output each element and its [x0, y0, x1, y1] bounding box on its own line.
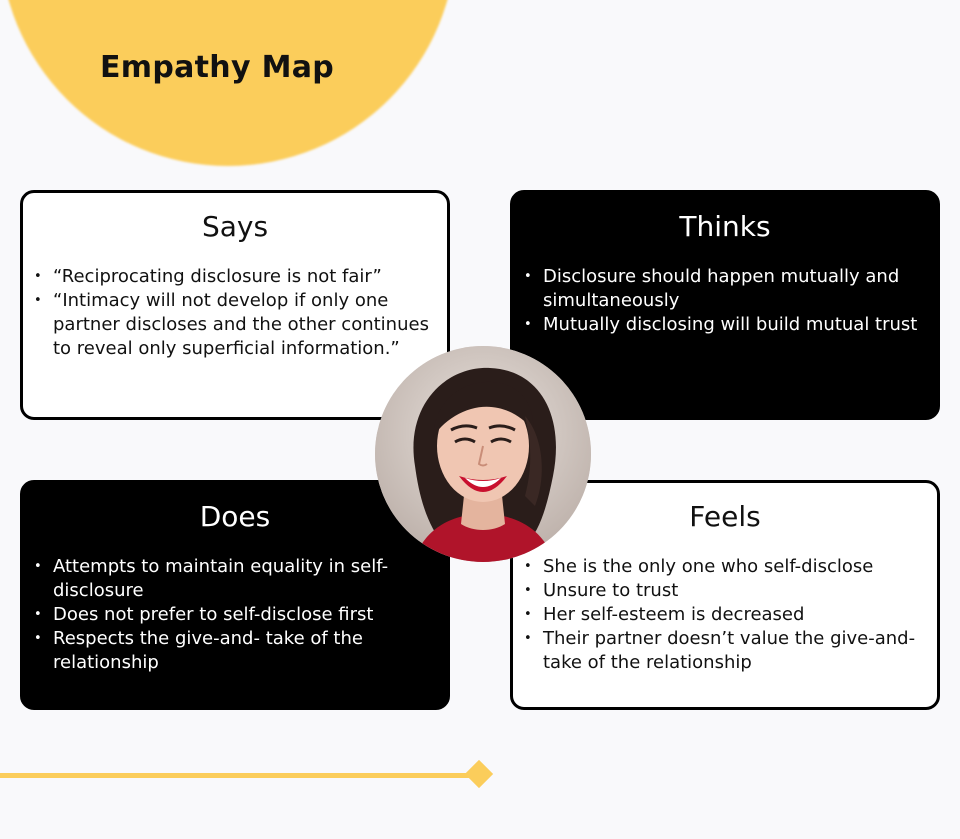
- persona-avatar: [375, 346, 591, 562]
- list-item: Disclosure should happen mutually and si…: [524, 265, 923, 313]
- list-item: She is the only one who self-disclose: [524, 555, 923, 579]
- list-item: “Reciprocating disclosure is not fair”: [34, 265, 433, 289]
- feels-list: She is the only one who self-disclose Un…: [513, 555, 937, 675]
- list-item: Mutually disclosing will build mutual tr…: [524, 313, 923, 337]
- list-item: Respects the give-and- take of the relat…: [34, 627, 433, 675]
- does-quadrant: Does Attempts to maintain equality in se…: [20, 480, 450, 710]
- says-list: “Reciprocating disclosure is not fair” “…: [23, 265, 447, 361]
- says-quadrant: Says “Reciprocating disclosure is not fa…: [20, 190, 450, 420]
- thinks-quadrant: Thinks Disclosure should happen mutually…: [510, 190, 940, 420]
- list-item: “Intimacy will not develop if only one p…: [34, 289, 433, 361]
- list-item: Does not prefer to self-disclose first: [34, 603, 433, 627]
- list-item: Attempts to maintain equality in self-di…: [34, 555, 433, 603]
- list-item: Unsure to trust: [524, 579, 923, 603]
- feels-quadrant: Feels She is the only one who self-discl…: [510, 480, 940, 710]
- timeline-diamond-icon: [464, 759, 494, 789]
- thinks-list: Disclosure should happen mutually and si…: [513, 265, 937, 337]
- does-list: Attempts to maintain equality in self-di…: [23, 555, 447, 675]
- list-item: Their partner doesn’t value the give-and…: [524, 627, 923, 675]
- feels-heading: Feels: [689, 500, 761, 533]
- timeline-bar: [0, 773, 472, 778]
- page-title: Empathy Map: [100, 50, 335, 85]
- says-heading: Says: [201, 210, 269, 243]
- list-item: Her self-esteem is decreased: [524, 603, 923, 627]
- thinks-heading: Thinks: [679, 210, 771, 243]
- does-heading: Does: [199, 500, 271, 533]
- smiling-woman-photo-icon: [375, 346, 591, 562]
